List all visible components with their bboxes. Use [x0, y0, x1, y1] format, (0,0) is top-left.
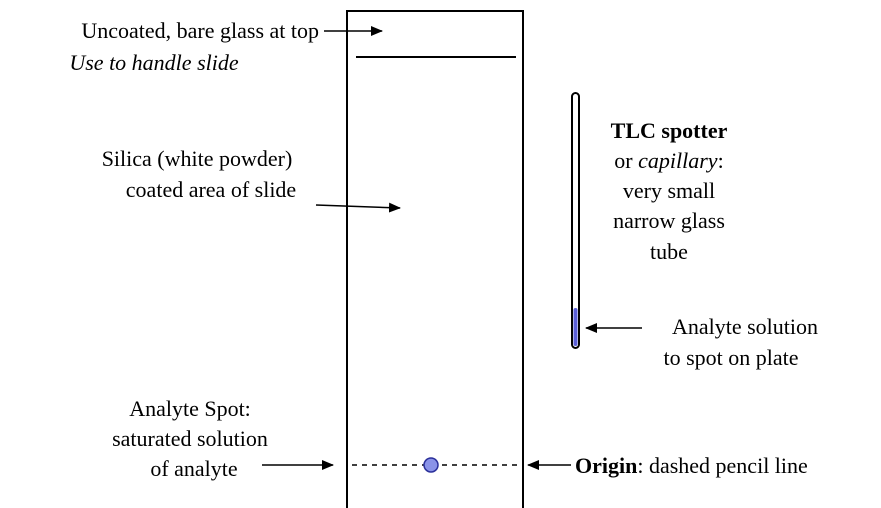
spotter-line5: tube	[650, 239, 688, 264]
spot-label-line1: Analyte Spot:	[129, 396, 251, 421]
analyte-solution-line1: Analyte solution	[672, 314, 818, 339]
analyte-spot	[423, 457, 439, 473]
spotter-capillary: capillary	[638, 148, 718, 173]
spotter-colon: :	[718, 148, 724, 173]
spotter-line4: narrow glass	[613, 208, 725, 233]
spotter-line3: very small	[623, 178, 715, 203]
analyte-solution-line2: to spot on plate	[663, 345, 798, 370]
tlc-plate	[346, 10, 524, 508]
spot-label-line3: of analyte	[150, 456, 237, 481]
origin-rest: : dashed pencil line	[637, 453, 807, 478]
origin-bold: Origin	[575, 453, 637, 478]
handle-slide-label: Use to handle slide	[69, 50, 238, 75]
tlc-spotter-tube	[571, 92, 580, 349]
spotter-title: TLC spotter	[611, 118, 728, 143]
origin-label: Origin: dashed pencil line	[575, 453, 808, 478]
silica-arrow	[315, 202, 401, 213]
bare-glass-label: Uncoated, bare glass at top	[81, 18, 319, 43]
spotter-or-capillary: or capillary:	[614, 148, 723, 173]
spot-label-line2: saturated solution	[112, 426, 268, 451]
silica-label-line2: coated area of slide	[126, 177, 296, 202]
spotter-or: or	[614, 148, 638, 173]
analyte-solution-in-tube	[573, 308, 578, 346]
silica-label-line1: Silica (white powder)	[102, 146, 293, 171]
